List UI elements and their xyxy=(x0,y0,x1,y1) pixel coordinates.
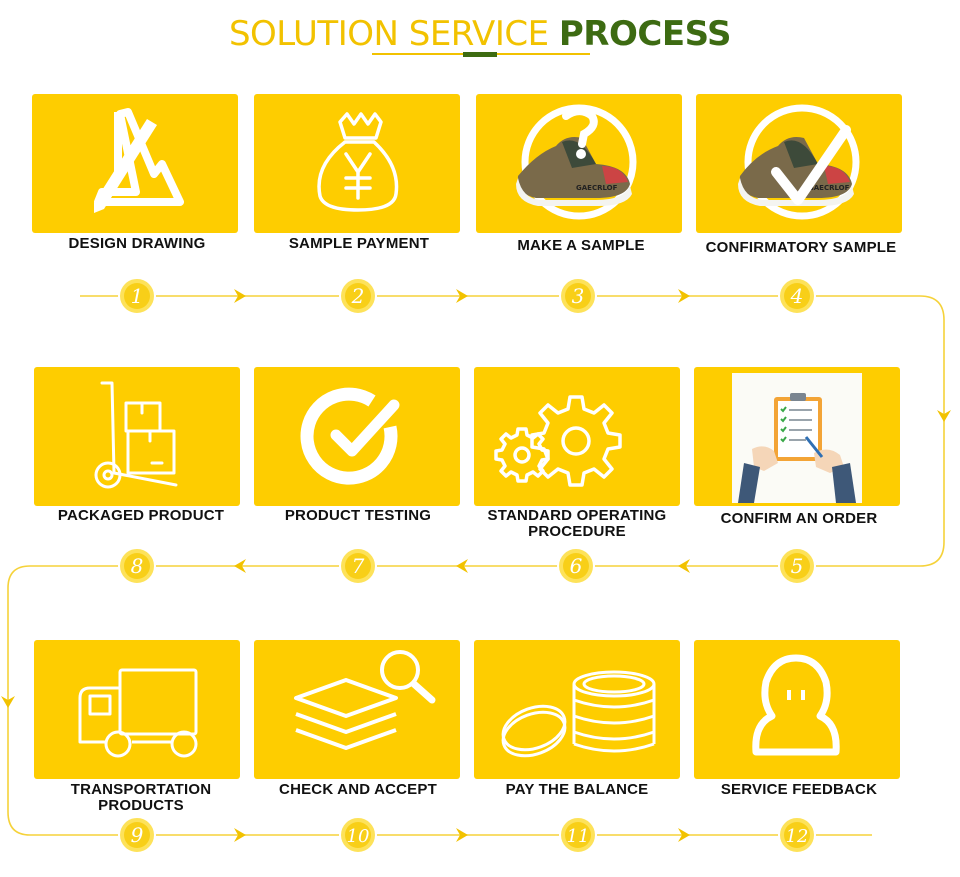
arrow-right-3 xyxy=(678,289,690,303)
step-card-10 xyxy=(254,640,460,779)
step-label-4: CONFIRMATORY SAMPLE xyxy=(705,239,897,256)
hand-truck-icon xyxy=(94,381,178,489)
page-title: SOLUTION SERVICE PROCESS xyxy=(0,14,960,54)
money-bag-icon xyxy=(317,112,399,212)
step-number-text: 3 xyxy=(572,284,585,308)
arrow-right-4 xyxy=(234,828,246,842)
step-number-3: 3 xyxy=(559,277,597,315)
step-number-9: 9 xyxy=(118,816,156,854)
clipboard-sign-icon xyxy=(732,373,862,503)
arrow-left-3 xyxy=(678,559,690,573)
person-icon xyxy=(752,654,840,756)
title-part-1: SOLUTION SERVICE xyxy=(228,14,559,54)
step-card-7 xyxy=(254,367,460,506)
step-card-6 xyxy=(474,367,680,506)
step-number-text: 2 xyxy=(351,284,365,308)
step-number-2: 2 xyxy=(339,277,377,315)
gears-icon xyxy=(494,395,622,487)
step-card-9 xyxy=(34,640,240,779)
step-number-6: 6 xyxy=(557,547,595,585)
arrow-right-1 xyxy=(234,289,246,303)
step-card-8 xyxy=(34,367,240,506)
check-circle-icon xyxy=(300,387,400,485)
step-label-7: PRODUCT TESTING xyxy=(284,507,432,524)
arrow-right-2 xyxy=(456,289,468,303)
step-number-10: 10 xyxy=(339,816,377,854)
step-label-10: CHECK AND ACCEPT xyxy=(279,781,437,798)
step-card-2 xyxy=(254,94,460,233)
step-number-text: 11 xyxy=(567,826,590,847)
step-label-2: SAMPLE PAYMENT xyxy=(288,235,430,252)
title-underline-mark xyxy=(463,52,497,57)
step-number-text: 7 xyxy=(352,554,365,578)
step-label-6: STANDARD OPERATING PROCEDURE xyxy=(487,507,667,540)
step-number-text: 12 xyxy=(786,826,809,847)
step-label-11: PAY THE BALANCE xyxy=(505,781,649,798)
step-number-text: 4 xyxy=(790,284,804,308)
step-number-text: 1 xyxy=(131,284,144,308)
step-number-7: 7 xyxy=(339,547,377,585)
step-number-text: 6 xyxy=(570,554,583,578)
arrow-left-2 xyxy=(456,559,468,573)
design-drawing-icon xyxy=(94,108,184,213)
step-number-11: 11 xyxy=(559,816,597,854)
step-label-1: DESIGN DRAWING xyxy=(68,235,206,252)
step-label-12: SERVICE FEEDBACK xyxy=(720,781,878,798)
layers-search-icon xyxy=(294,650,436,750)
arrow-down-right xyxy=(937,410,951,422)
flow-line-row-1 xyxy=(7,295,945,836)
step-card-4: GAECRLOF xyxy=(696,94,902,233)
arrow-down-left xyxy=(1,696,15,708)
step-card-11 xyxy=(474,640,680,779)
step-number-text: 10 xyxy=(347,826,370,847)
arrow-right-6 xyxy=(678,828,690,842)
arrow-right-5 xyxy=(456,828,468,842)
step-number-1: 1 xyxy=(118,277,156,315)
step-number-text: 9 xyxy=(131,823,144,847)
step-label-3: MAKE A SAMPLE xyxy=(517,237,645,254)
sneaker-brand-text-1: GAECRLOF xyxy=(576,184,618,192)
step-label-5: CONFIRM AN ORDER xyxy=(720,510,878,527)
step-label-8: PACKAGED PRODUCT xyxy=(57,507,225,524)
coins-icon xyxy=(501,670,656,758)
arrow-left-1 xyxy=(234,559,246,573)
step-number-5: 5 xyxy=(778,547,816,585)
step-number-12: 12 xyxy=(778,816,816,854)
step-card-1 xyxy=(32,94,238,233)
step-card-5 xyxy=(694,367,900,506)
step-number-text: 8 xyxy=(131,554,144,578)
sneaker-brand-text-2: GAECRLOF xyxy=(808,184,850,192)
sneaker-check-icon: GAECRLOF xyxy=(738,104,860,220)
step-number-8: 8 xyxy=(118,547,156,585)
title-part-2: PROCESS xyxy=(558,14,732,54)
step-card-3: GAECRLOF xyxy=(476,94,682,233)
sneaker-question-icon: GAECRLOF xyxy=(516,104,637,220)
step-number-text: 5 xyxy=(791,554,804,578)
truck-icon xyxy=(78,668,198,758)
step-label-9: TRANSPORTATION PRODUCTS xyxy=(70,781,212,814)
step-number-4: 4 xyxy=(778,277,816,315)
step-card-12 xyxy=(694,640,900,779)
